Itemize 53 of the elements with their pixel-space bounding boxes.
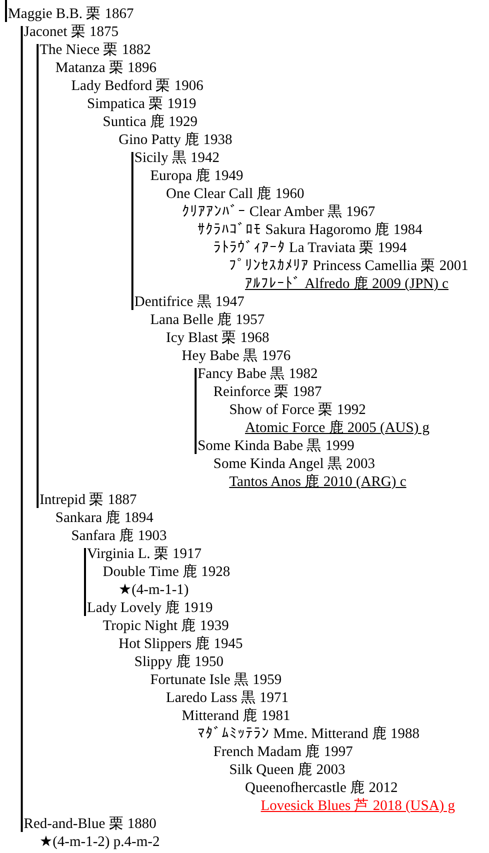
pedigree-entry: Maggie B.B. 栗 1867 (8, 6, 134, 23)
pedigree-entry: Some Kinda Angel 黒 2003 (213, 456, 375, 473)
pedigree-entry: Silk Queen 鹿 2003 (229, 762, 346, 779)
pedigree-entry: Tantos Anos 鹿 2010 (ARG) c (229, 474, 406, 491)
sibling-line (131, 152, 134, 310)
pedigree-entry: Lady Lovely 鹿 1919 (87, 600, 213, 617)
pedigree-entry: Mitterand 鹿 1981 (182, 708, 290, 725)
pedigree-entry: Sanfara 鹿 1903 (71, 528, 167, 545)
pedigree-entry: Tropic Night 鹿 1939 (102, 618, 229, 635)
pedigree-entry: Hey Babe 黒 1976 (182, 348, 291, 365)
sibling-line (5, 0, 7, 22)
pedigree-entry: ﾌﾟﾘﾝｾｽｶﾒﾘｱ Princess Camellia 栗 2001 (229, 258, 468, 275)
pedigree-entry: Some Kinda Babe 黒 1999 (198, 438, 354, 455)
reference-note: ★(4-m-1-1) (118, 582, 189, 599)
sibling-line (20, 26, 23, 832)
pedigree-entry: Double Time 鹿 1928 (102, 564, 230, 581)
pedigree-entry: Simpatica 栗 1919 (87, 96, 196, 113)
pedigree-entry: ｱﾙﾌﾚｰﾄﾞ Alfredo 鹿 2009 (JPN) c (245, 276, 448, 293)
pedigree-entry: Show of Force 栗 1992 (229, 402, 366, 419)
sibling-line (36, 44, 39, 508)
sibling-line (84, 548, 86, 616)
pedigree-entry: ｻｸﾗﾊｺﾞﾛﾓ Sakura Hagoromo 鹿 1984 (198, 222, 422, 239)
pedigree-entry: Europa 鹿 1949 (150, 168, 244, 185)
pedigree-entry: Sicily 黒 1942 (134, 150, 220, 167)
pedigree-entry: Red-and-Blue 栗 1880 (24, 816, 156, 833)
pedigree-entry: Lana Belle 鹿 1957 (150, 312, 265, 329)
pedigree-entry: Intrepid 栗 1887 (40, 492, 137, 509)
sibling-line (194, 368, 197, 454)
reference-note: ★(4-m-1-2) p.4-m-2 (40, 834, 160, 851)
pedigree-entry: Lovesick Blues 芦 2018 (USA) g (260, 798, 456, 815)
pedigree-entry: Icy Blast 栗 1968 (166, 330, 270, 347)
pedigree-entry: Queenofhercastle 鹿 2012 (245, 780, 398, 797)
pedigree-entry: Jaconet 栗 1875 (24, 24, 119, 41)
pedigree-entry: Reinforce 栗 1987 (213, 384, 322, 401)
pedigree-entry: ｸﾘｱｱﾝﾊﾞｰ Clear Amber 黒 1967 (182, 204, 376, 221)
pedigree-entry: Fancy Babe 黒 1982 (198, 366, 318, 383)
pedigree-entry: Laredo Lass 黒 1971 (166, 690, 289, 707)
pedigree-entry: Sankara 鹿 1894 (55, 510, 154, 527)
pedigree-entry: Slippy 鹿 1950 (134, 654, 224, 671)
pedigree-entry: Suntica 鹿 1929 (102, 114, 198, 131)
pedigree-entry: Virginia L. 栗 1917 (87, 546, 202, 563)
pedigree-entry: Atomic Force 鹿 2005 (AUS) g (245, 420, 430, 437)
pedigree-entry: Matanza 栗 1896 (55, 60, 157, 77)
pedigree-entry: French Madam 鹿 1997 (213, 744, 353, 761)
pedigree-entry: The Niece 栗 1882 (40, 42, 151, 59)
pedigree-entry: Fortunate Isle 黒 1959 (150, 672, 282, 689)
pedigree-entry: One Clear Call 鹿 1960 (166, 186, 304, 203)
pedigree-entry: Lady Bedford 栗 1906 (71, 78, 204, 95)
pedigree-entry: Dentifrice 黒 1947 (134, 294, 244, 311)
pedigree-entry: Hot Slippers 鹿 1945 (118, 636, 243, 653)
pedigree-entry: ﾏﾀﾞﾑﾐｯﾃﾗﾝ Mme. Mitterand 鹿 1988 (198, 726, 420, 743)
pedigree-entry: ﾗﾄﾗｳﾞｨｱｰﾀ La Traviata 栗 1994 (213, 240, 407, 257)
pedigree-entry: Gino Patty 鹿 1938 (118, 132, 232, 149)
